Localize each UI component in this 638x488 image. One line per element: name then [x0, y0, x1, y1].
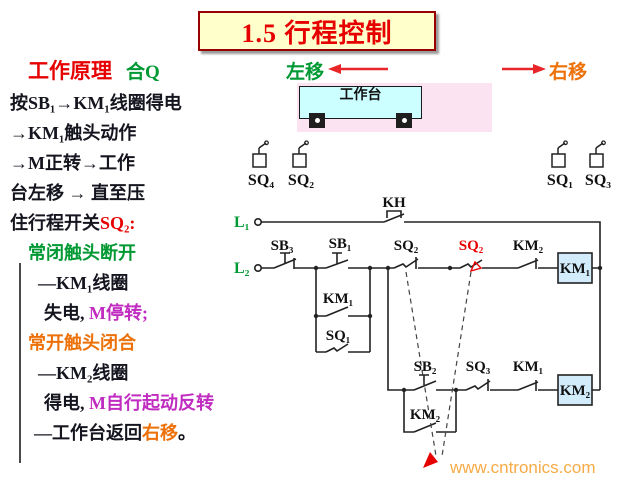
cam-arrow-icon [423, 452, 438, 468]
km2-hold-label: KM₂ [410, 407, 441, 423]
l1-terminal [253, 217, 262, 226]
kh-label: KH [382, 195, 406, 211]
sb1-label: SB₁ [329, 236, 352, 252]
sq1-label: SQ₁ [546, 172, 574, 189]
group-brace-line [19, 263, 21, 463]
principle-text: —工作台返回 [34, 423, 142, 443]
principle-line-1: 按SB₁→KM₁线圈得电 [8, 88, 246, 118]
sb3-label: SB₃ [271, 238, 294, 254]
principle-text: 常开触头闭合 [28, 333, 136, 353]
principle-text: 按SB₁→KM₁线圈得电 [10, 93, 182, 113]
km1-coil-label: KM₁ [560, 261, 590, 277]
close-switch-note: 合Q [126, 62, 160, 83]
principle-text: →M正转→工作 [10, 153, 135, 173]
worktable-slider-left [309, 113, 325, 128]
km2-interlock-label: KM₂ [513, 238, 544, 254]
sq2-no-label: SQ₂ [459, 238, 484, 254]
principle-line-9: 常开触头闭合 [8, 328, 246, 358]
principle-text: →KM₁触头动作 [10, 123, 137, 143]
limit-switch-sq4-icon [252, 140, 269, 168]
move-left-label: 左移 [286, 62, 325, 83]
sq2-actuation-mark [469, 260, 483, 273]
principle-text: 得电, [44, 393, 89, 413]
km2-coil-label: KM₂ [560, 383, 591, 399]
principle-line-7: —KM₁线圈 [8, 268, 246, 298]
slider-dot [314, 118, 320, 123]
principle-line-11: 得电, M自行起动反转 [8, 388, 246, 418]
circuit-contacts [273, 210, 539, 433]
principle-line-12: —工作台返回右移。 [8, 418, 246, 448]
sb2-label: SB₂ [414, 359, 437, 375]
principle-line-3: →M正转→工作 [8, 148, 246, 178]
principle-line-8: 失电, M停转; [8, 298, 246, 328]
sq1-no-label: SQ₁ [326, 328, 351, 344]
principle-line-4: 台左移 → 直至压 [8, 178, 246, 208]
mechanical-link-dashes [405, 271, 472, 457]
principle-text: 。 [178, 423, 196, 443]
principle-heading: 工作原理 [28, 59, 112, 83]
worktable-slider-right [396, 113, 412, 128]
page-title: 1.5 行程控制 [241, 18, 393, 48]
principle-text: 常闭触头断开 [28, 243, 136, 263]
junction-dots [313, 265, 603, 393]
limit-switch-sq3-icon [589, 140, 606, 168]
l2-label: L₂ [234, 260, 250, 277]
principle-text: 失电, [44, 303, 89, 323]
principle-text: —KM₂线圈 [38, 363, 129, 383]
motor-stop-text: M停转; [89, 303, 148, 323]
l1-label: L₁ [234, 214, 250, 231]
limit-switch-sq1-icon [551, 140, 568, 168]
control-circuit-diagram: L₁ L₂ KH SB₃ SB₁ KM₁ SQ₁ SQ₂ SQ₂ KM₂ KM₁… [234, 195, 603, 468]
principle-panel: 工作原理合Q 按SB₁→KM₁线圈得电 →KM₁触头动作 →M正转→工作 台左移… [8, 56, 246, 448]
title-box: 1.5 行程控制 [198, 11, 436, 51]
principle-line-5: 住行程开关SQ₂: [8, 208, 246, 238]
left-arrow-icon [328, 64, 388, 74]
limit-switch-sq2-icon [292, 140, 309, 168]
worktable-label: 工作台 [339, 88, 382, 103]
principle-line-6: 常闭触头断开 [8, 238, 246, 268]
sq4-label: SQ₄ [247, 172, 275, 189]
right-arrow-icon [502, 64, 546, 74]
principle-line-10: —KM₂线圈 [8, 358, 246, 388]
slider-dot [401, 118, 407, 123]
principle-text: —KM₁线圈 [38, 273, 129, 293]
km1-hold-label: KM₁ [323, 291, 353, 307]
sq2-ref: SQ₂: [100, 213, 136, 233]
principle-text: 住行程开关 [10, 213, 100, 233]
principle-line-2: →KM₁触头动作 [8, 118, 246, 148]
km1-coil [557, 252, 593, 284]
move-right-label: 右移 [549, 62, 588, 83]
move-right-text: 右移 [142, 423, 178, 443]
l2-terminal [253, 264, 262, 273]
sq3-nc-label: SQ₃ [466, 359, 491, 375]
km2-coil [557, 374, 593, 406]
circuit-wires [261, 221, 601, 433]
motor-reverse-text: M自行起动反转 [89, 393, 214, 413]
principle-heading-line: 工作原理合Q [8, 56, 246, 88]
km1-interlock-label: KM₁ [513, 359, 543, 375]
sq3-label: SQ₃ [584, 172, 612, 189]
sq2-nc-label: SQ₂ [394, 238, 419, 254]
watermark: www.cntronics.com [450, 458, 596, 477]
sq2-label: SQ₂ [287, 172, 315, 189]
principle-text: 台左移 → 直至压 [10, 183, 145, 203]
